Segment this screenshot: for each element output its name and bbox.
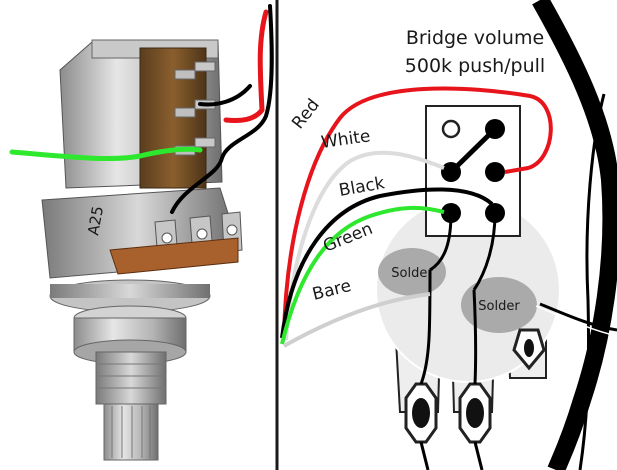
switch-lug-empty xyxy=(441,119,461,139)
cavity-wire xyxy=(578,93,606,470)
terminal-hole xyxy=(466,398,484,428)
switch-lug xyxy=(485,162,505,182)
wire-label-bare: Bare xyxy=(310,276,353,305)
switch-lug xyxy=(194,137,216,148)
pot-lug-hole xyxy=(226,224,238,236)
guitar-body-outline xyxy=(532,0,617,470)
switch-lug xyxy=(174,69,196,80)
photo-black-wire xyxy=(170,4,274,214)
potentiometer-icon: Solder Solder xyxy=(375,197,561,413)
wire-label-red: Red xyxy=(288,95,324,133)
solder-label-right: Solder xyxy=(478,299,520,314)
bare-wire-lug xyxy=(539,302,617,332)
mounting-washer-side xyxy=(50,284,210,298)
pot-lead-wire xyxy=(473,441,484,470)
photo-black-wire xyxy=(198,84,252,107)
terminal-hole xyxy=(412,398,430,428)
switch-lug xyxy=(174,107,196,118)
red-wire xyxy=(282,86,553,337)
solder-blob-right xyxy=(461,277,537,333)
bare-wire xyxy=(283,292,431,348)
green-wire xyxy=(280,205,445,345)
terminal-hole xyxy=(524,339,534,357)
pot-ground-wire xyxy=(419,269,432,385)
wire-label-white: White xyxy=(320,126,372,153)
pot-terminal-center xyxy=(458,382,492,444)
white-wire xyxy=(284,150,445,341)
photo-red-wire xyxy=(223,9,269,123)
diagram-title-line2: 500k push/pull xyxy=(405,55,545,77)
knurled-shaft xyxy=(103,403,159,461)
solder-label-left: Solder xyxy=(391,266,433,281)
bare-wire-lug xyxy=(535,305,617,337)
dpdt-switch-icon xyxy=(425,105,521,237)
pot-wiper-wire xyxy=(472,289,478,385)
push-pull-pot-photo: A25 xyxy=(41,39,243,461)
pot-lug-hole xyxy=(196,228,208,240)
diagram-title-line1: Bridge volume xyxy=(406,27,544,49)
black-to-pot xyxy=(472,212,497,291)
switch-jumper xyxy=(449,127,497,174)
threaded-bushing xyxy=(95,351,167,405)
green-to-pot xyxy=(429,212,453,272)
pot-terminal-right xyxy=(512,328,546,371)
pot-wafer xyxy=(109,237,239,275)
pot-lead-wire xyxy=(419,441,430,470)
black-wire xyxy=(280,187,494,339)
photo-green-wire xyxy=(9,146,203,162)
switch-lug xyxy=(194,61,216,72)
pot-marking: A25 xyxy=(84,205,107,237)
pot-lug-hole xyxy=(161,232,173,244)
pot-terminal-left xyxy=(404,382,438,444)
